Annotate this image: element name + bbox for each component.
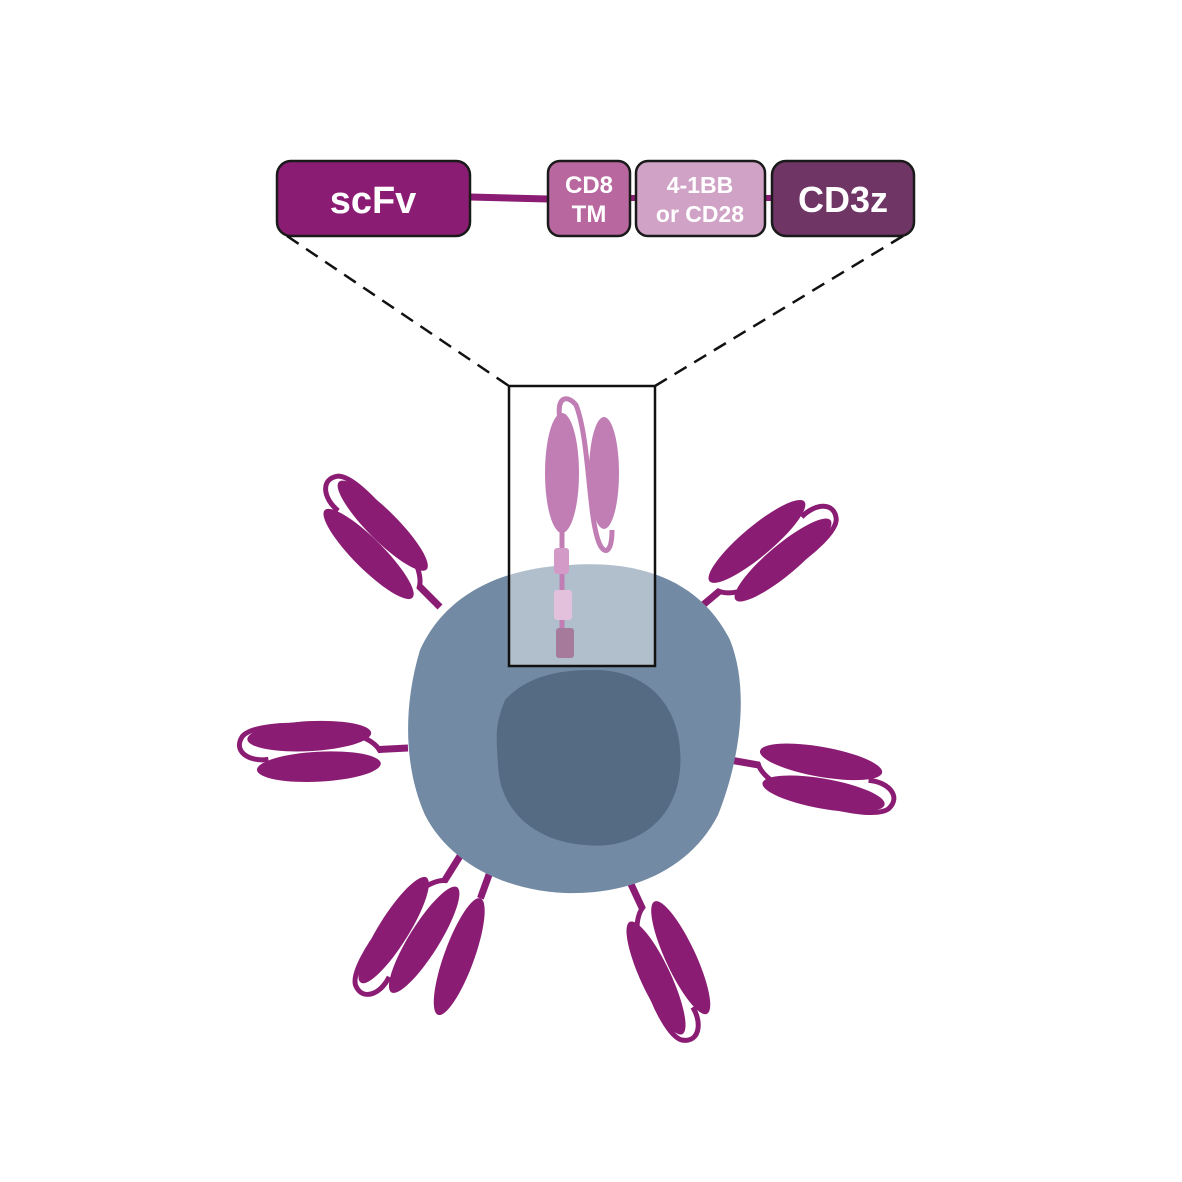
- domain-costim-label-line2: or CD28: [656, 201, 744, 227]
- car-construct: scFv CD8 TM 4-1BB or CD28 CD3z: [275, 159, 916, 238]
- receptor: [352, 854, 463, 997]
- domain-costim-box: [634, 159, 767, 238]
- zoom-costim: [554, 590, 572, 620]
- domain-scfv-box: [275, 159, 472, 238]
- domain-cd8-tm-box: [546, 159, 632, 238]
- cell-nucleus: [496, 669, 681, 846]
- zoom-line-left: [286, 234, 510, 388]
- zoom-scfv-light: [589, 417, 619, 529]
- domain-cd8-tm: CD8 TM: [546, 159, 632, 238]
- linker-scfv-cd8: [469, 193, 549, 203]
- zoom-cd3z: [556, 628, 574, 658]
- receptor: [433, 870, 494, 1016]
- t-cell: [408, 564, 741, 894]
- domain-costim: 4-1BB or CD28: [634, 159, 767, 238]
- zoom-car-receptor: [545, 396, 619, 658]
- zoom-scfv-loop: [556, 396, 615, 553]
- zoom-box-frame: [507, 384, 657, 668]
- receptor: [323, 473, 443, 610]
- domain-cd3z-box: [770, 159, 916, 238]
- receptor: [626, 880, 711, 1043]
- domain-cd8-tm-label-line1: CD8: [565, 172, 613, 199]
- domain-cd3z: CD3z: [770, 159, 916, 238]
- surface-receptors: [237, 473, 897, 1043]
- zoom-cd8-tm: [554, 548, 569, 574]
- receptor: [237, 720, 409, 783]
- domain-scfv: scFv: [275, 159, 472, 238]
- receptor: [694, 499, 839, 613]
- zoom-box: [507, 384, 657, 668]
- domain-costim-label-line1: 4-1BB: [667, 172, 733, 198]
- domain-cd8-tm-label-line2: TM: [572, 201, 607, 228]
- domain-cd3z-label: CD3z: [798, 179, 888, 220]
- zoom-lines: [286, 234, 904, 388]
- zoom-scfv-heavy: [545, 413, 579, 533]
- domain-scfv-label: scFv: [330, 180, 417, 222]
- receptor: [729, 743, 897, 815]
- zoom-line-right: [654, 234, 904, 388]
